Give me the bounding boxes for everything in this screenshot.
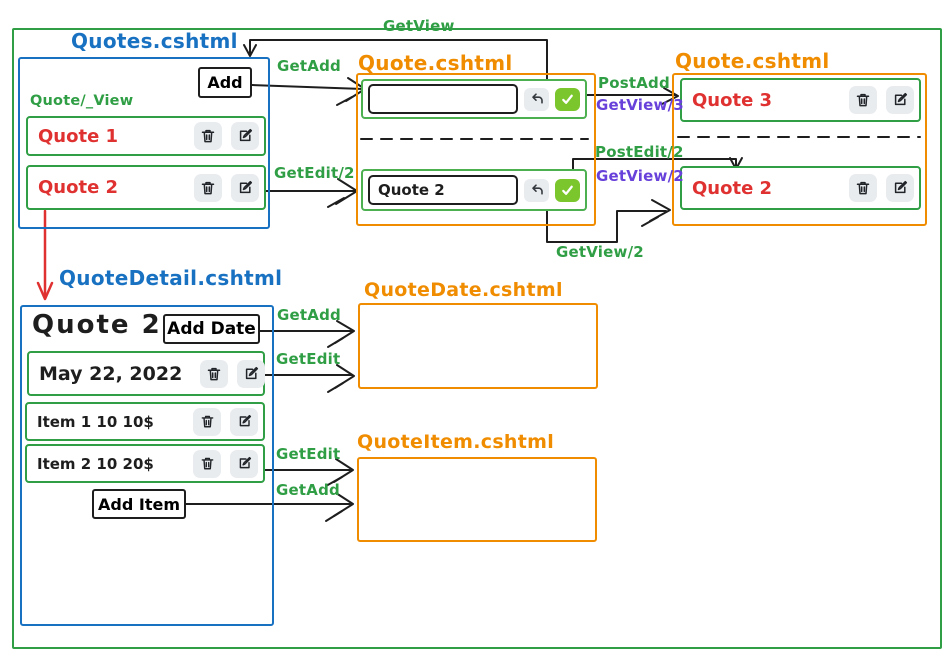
edit-icon	[239, 128, 253, 142]
item-2-label: Item 2 10 20$	[37, 454, 154, 473]
check-icon	[562, 94, 573, 104]
date-get-edit-label: GetEdit	[276, 350, 341, 368]
quote-item-page-box	[357, 457, 597, 542]
delete-button[interactable]	[194, 173, 222, 202]
undo-button[interactable]	[524, 178, 549, 202]
delete-button[interactable]	[849, 86, 877, 114]
date-get-add-label: GetAdd	[277, 306, 341, 324]
trash-icon	[856, 93, 870, 107]
delete-button[interactable]	[200, 359, 229, 388]
undo-icon	[531, 184, 543, 195]
quote-view-page-box	[672, 73, 927, 226]
edit-icon	[894, 180, 908, 194]
quote-form-page-title: Quote.cshtml	[358, 51, 513, 75]
quote-detail-page-box	[20, 305, 274, 626]
quote-1-label: Quote 1	[38, 125, 119, 147]
trash-icon	[201, 415, 213, 428]
date-row: May 22, 2022	[27, 351, 266, 396]
quote-3-row: Quote 3	[680, 78, 921, 122]
quote-row-1: Quote 1	[26, 116, 266, 156]
quote-date-page-title: QuoteDate.cshtml	[364, 279, 563, 301]
delete-button[interactable]	[194, 122, 222, 150]
quote-name-input[interactable]	[368, 84, 518, 114]
get-view-2-bottom-label: GetView/2	[556, 243, 644, 261]
quote-date-page-box	[358, 303, 598, 389]
edit-icon	[239, 180, 253, 193]
item-get-add-label: GetAdd	[276, 481, 340, 499]
delete-button[interactable]	[193, 407, 221, 436]
get-add-label: GetAdd	[277, 57, 341, 75]
trash-icon	[201, 129, 215, 143]
quote-2-view-row: Quote 2	[680, 166, 921, 210]
edit-button[interactable]	[230, 407, 258, 436]
quote-2-label: Quote 2	[38, 177, 119, 198]
edit-icon	[894, 92, 908, 106]
add-form-row	[361, 79, 587, 119]
edit-button[interactable]	[886, 86, 914, 114]
quote-detail-page-title: QuoteDetail.cshtml	[59, 266, 283, 290]
add-quote-button[interactable]: Add	[198, 67, 252, 98]
quote-3-label: Quote 3	[692, 89, 773, 111]
item-1-label: Item 1 10 10$	[37, 412, 154, 431]
edit-button[interactable]	[231, 122, 259, 150]
item-get-edit-label: GetEdit	[276, 445, 341, 463]
date-label: May 22, 2022	[39, 362, 183, 385]
quote-row-2: Quote 2	[26, 165, 266, 210]
check-icon	[562, 185, 573, 195]
add-date-button[interactable]: Add Date	[163, 314, 260, 344]
item-row-1: Item 1 10 10$	[25, 402, 265, 441]
quote-name-input[interactable]	[368, 175, 518, 205]
edit-button[interactable]	[230, 449, 258, 478]
get-edit-2-label: GetEdit/2	[274, 164, 355, 182]
trash-icon	[208, 367, 221, 380]
edit-button[interactable]	[231, 173, 259, 202]
confirm-button[interactable]	[555, 87, 580, 111]
item-row-2: Item 2 10 20$	[25, 444, 265, 483]
delete-button[interactable]	[193, 449, 221, 478]
edit-button[interactable]	[237, 359, 266, 388]
edit-icon	[239, 414, 251, 427]
confirm-button[interactable]	[555, 178, 580, 202]
quote-form-page-box	[356, 73, 596, 226]
undo-icon	[531, 93, 543, 104]
edit-form-row	[361, 169, 587, 211]
get-view-label: GetView	[383, 17, 455, 35]
get-view-2-label: GetView/2	[596, 167, 684, 185]
undo-button[interactable]	[524, 87, 549, 111]
edit-icon	[239, 456, 251, 469]
get-view-3-label: GetView/3	[596, 96, 684, 114]
partial-view-label: Quote/_View	[30, 93, 134, 109]
trash-icon	[201, 457, 213, 470]
delete-button[interactable]	[849, 174, 877, 202]
quote-view-page-title: Quote.cshtml	[675, 49, 830, 73]
quotes-page-box	[18, 57, 270, 229]
edit-icon	[246, 366, 259, 379]
detail-heading: Quote 2	[32, 310, 162, 340]
quote-2-view-label: Quote 2	[692, 177, 773, 199]
post-edit-2-label: PostEdit/2	[595, 143, 684, 161]
outer-frame	[12, 28, 942, 649]
trash-icon	[856, 181, 870, 195]
quote-item-page-title: QuoteItem.cshtml	[357, 431, 555, 453]
post-add-label: PostAdd	[598, 74, 670, 92]
add-item-button[interactable]: Add Item	[92, 489, 186, 519]
edit-button[interactable]	[886, 174, 914, 202]
trash-icon	[201, 181, 215, 194]
quotes-page-title: Quotes.cshtml	[71, 29, 238, 53]
